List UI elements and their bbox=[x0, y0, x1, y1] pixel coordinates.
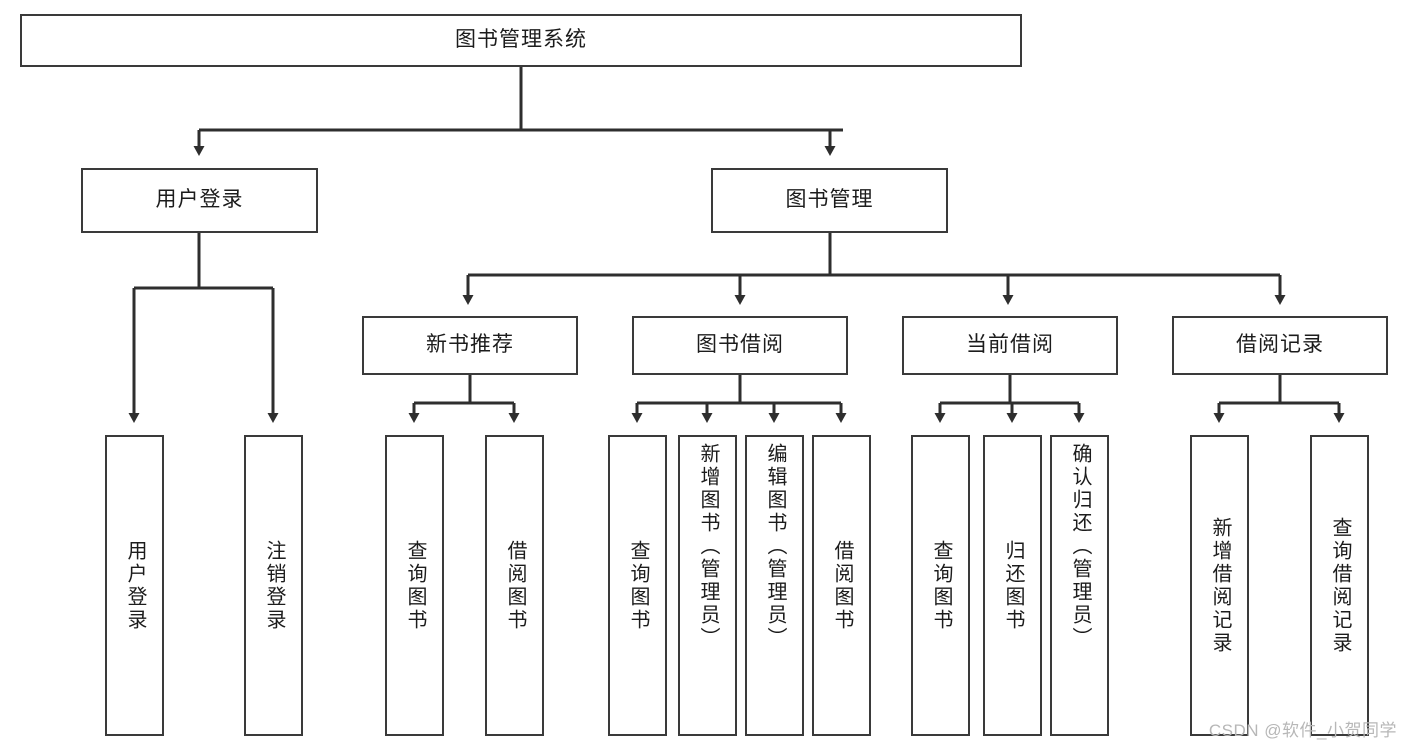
node-leaf-user-login[interactable]: 用户登录 bbox=[105, 435, 164, 736]
node-leaf-borrow-book-1[interactable]: 借阅图书 bbox=[485, 435, 544, 736]
node-leaf-user-logout-label: 注销登录 bbox=[263, 539, 285, 632]
node-leaf-query-book-1-label: 查询图书 bbox=[404, 539, 426, 632]
node-book-manage[interactable]: 图书管理 bbox=[711, 168, 948, 233]
node-new-book-recommend[interactable]: 新书推荐 bbox=[362, 316, 578, 375]
node-root[interactable]: 图书管理系统 bbox=[20, 14, 1022, 67]
node-leaf-return-book-label: 归还图书 bbox=[1002, 539, 1024, 632]
node-user-login-label: 用户登录 bbox=[155, 188, 244, 212]
node-book-manage-label: 图书管理 bbox=[785, 188, 874, 212]
node-leaf-edit-book[interactable]: 编辑图书（管理员） bbox=[745, 435, 804, 736]
node-leaf-query-book-2[interactable]: 查询图书 bbox=[608, 435, 667, 736]
node-leaf-confirm-return-label: 确认归还（管理员） bbox=[1069, 443, 1091, 650]
node-leaf-query-book-3-label: 查询图书 bbox=[930, 539, 952, 632]
node-leaf-borrow-book-1-label: 借阅图书 bbox=[504, 539, 526, 632]
node-leaf-user-logout[interactable]: 注销登录 bbox=[244, 435, 303, 736]
node-leaf-borrow-book-2-label: 借阅图书 bbox=[831, 539, 853, 632]
node-borrow-record[interactable]: 借阅记录 bbox=[1172, 316, 1388, 375]
node-new-book-recommend-label: 新书推荐 bbox=[426, 333, 514, 357]
node-leaf-edit-book-label: 编辑图书（管理员） bbox=[764, 443, 786, 650]
node-leaf-query-record-label: 查询借阅记录 bbox=[1329, 516, 1351, 655]
node-book-borrow[interactable]: 图书借阅 bbox=[632, 316, 848, 375]
node-borrow-record-label: 借阅记录 bbox=[1236, 333, 1324, 357]
node-root-label: 图书管理系统 bbox=[455, 28, 587, 52]
node-leaf-confirm-return[interactable]: 确认归还（管理员） bbox=[1050, 435, 1109, 736]
node-user-login[interactable]: 用户登录 bbox=[81, 168, 318, 233]
node-book-borrow-label: 图书借阅 bbox=[696, 333, 784, 357]
node-leaf-add-book-label: 新增图书（管理员） bbox=[697, 443, 719, 650]
node-leaf-query-book-1[interactable]: 查询图书 bbox=[385, 435, 444, 736]
node-leaf-return-book[interactable]: 归还图书 bbox=[983, 435, 1042, 736]
node-current-borrow-label: 当前借阅 bbox=[966, 333, 1054, 357]
node-leaf-query-record[interactable]: 查询借阅记录 bbox=[1310, 435, 1369, 736]
node-current-borrow[interactable]: 当前借阅 bbox=[902, 316, 1118, 375]
node-leaf-add-record[interactable]: 新增借阅记录 bbox=[1190, 435, 1249, 736]
node-leaf-query-book-3[interactable]: 查询图书 bbox=[911, 435, 970, 736]
node-leaf-query-book-2-label: 查询图书 bbox=[627, 539, 649, 632]
node-leaf-add-record-label: 新增借阅记录 bbox=[1209, 516, 1231, 655]
node-leaf-user-login-label: 用户登录 bbox=[124, 539, 146, 632]
node-leaf-borrow-book-2[interactable]: 借阅图书 bbox=[812, 435, 871, 736]
node-leaf-add-book[interactable]: 新增图书（管理员） bbox=[678, 435, 737, 736]
